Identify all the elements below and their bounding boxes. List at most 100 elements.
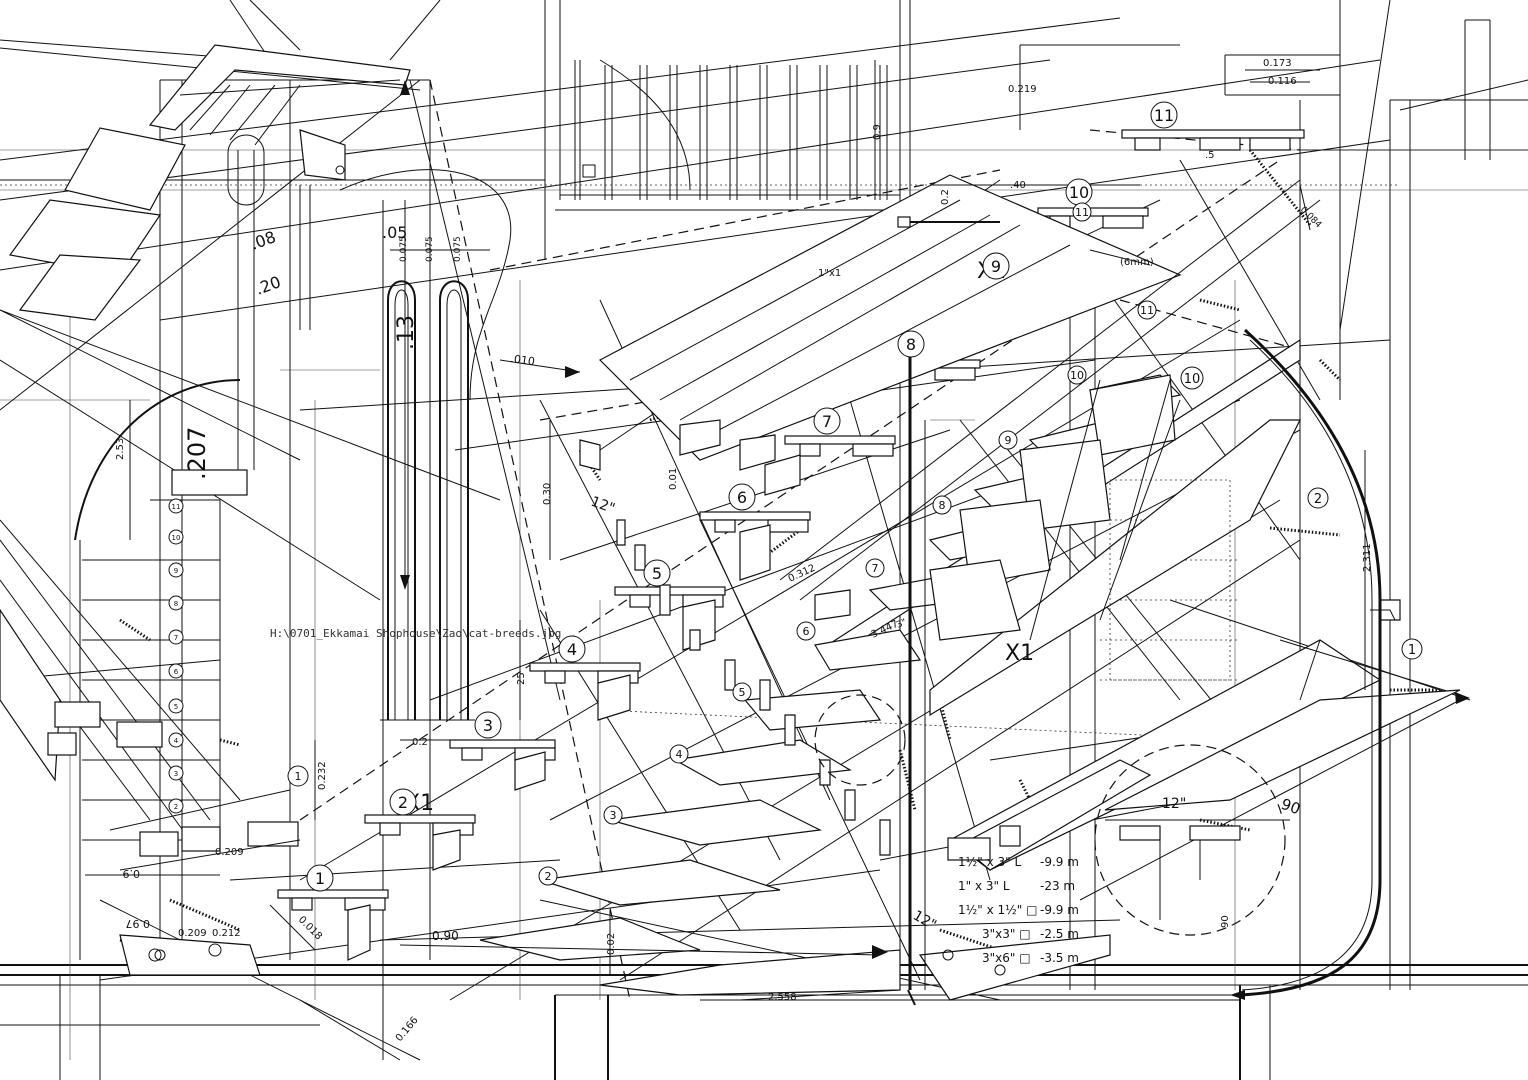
- svg-text:10: 10: [172, 534, 181, 542]
- bolts: [154, 165, 1151, 976]
- schedule-size: 1" x 3" L: [958, 879, 1010, 893]
- dim-02: 0.2: [940, 189, 951, 205]
- svg-text:5: 5: [652, 564, 662, 583]
- upper-left-planks: [8, 44, 512, 496]
- step-marker: 11: [1072, 202, 1092, 222]
- arrows: [400, 80, 1470, 1000]
- dim-090: 0.90: [432, 929, 459, 943]
- step-marker: 4: [168, 732, 184, 748]
- schedule-size: 3"x6" □: [982, 951, 1031, 965]
- balusters: [574, 59, 888, 200]
- arrow-icon: [872, 945, 888, 959]
- front-flight-numbers: 1 2 3 4 5 6 7 8 9 10 11: [287, 300, 1157, 886]
- dim-0084: 0.084: [1298, 205, 1323, 230]
- svg-text:4: 4: [567, 640, 577, 659]
- inch-1x1: 1"x1: [818, 268, 841, 279]
- dim-253: 2.53: [115, 438, 126, 460]
- detail-circles: [814, 694, 1286, 936]
- dim-09: 0.9: [872, 124, 883, 140]
- svg-text:6: 6: [737, 488, 747, 507]
- callout-x1: X1: [1005, 641, 1034, 666]
- step-marker: 9: [168, 562, 184, 578]
- dim-0173: 0.173: [1263, 58, 1292, 69]
- svg-text:5: 5: [174, 703, 178, 711]
- svg-text:5: 5: [739, 686, 746, 699]
- svg-text:2: 2: [398, 793, 408, 812]
- center-flight-numbers: 1 2 3 4 5 6 7 8 9 10 11: [306, 101, 1178, 892]
- dim-2558: 2.558: [768, 992, 797, 1003]
- arrow-icon: [400, 80, 410, 95]
- dim-0209: 0.209: [215, 847, 244, 858]
- svg-text:9: 9: [174, 567, 178, 575]
- step-marker: 8: [168, 595, 184, 611]
- svg-text:11: 11: [1075, 206, 1089, 219]
- svg-text:10: 10: [1069, 183, 1089, 202]
- step-marker: 10: [1065, 178, 1093, 206]
- mm-6: (6mm): [1120, 257, 1154, 268]
- dim-2311: 2.311: [1362, 543, 1373, 572]
- dim-020: .20: [253, 272, 283, 299]
- svg-text:9: 9: [1005, 434, 1012, 447]
- svg-text:4: 4: [174, 737, 179, 745]
- dim-030: 0.30: [542, 483, 553, 505]
- dim-001: 0.01: [668, 468, 679, 490]
- svg-text:2: 2: [1314, 492, 1322, 507]
- curved-rail: [1239, 328, 1396, 997]
- arrow-icon: [1455, 692, 1470, 704]
- inch-12-b: 12": [1162, 796, 1186, 812]
- svg-text:7: 7: [174, 634, 178, 642]
- step-marker: 4: [669, 744, 689, 764]
- step-marker: 6: [796, 621, 816, 641]
- schedule-length: -9.9 m: [1040, 903, 1079, 917]
- svg-text:2: 2: [545, 870, 552, 883]
- schedule-length: -2.5 m: [1040, 927, 1079, 941]
- step-marker: 11: [1137, 300, 1157, 320]
- arrow-icon: [1230, 990, 1245, 1000]
- hairpin-rails: [380, 280, 475, 721]
- svg-text:4: 4: [676, 748, 683, 761]
- step-marker: 1: [1401, 638, 1423, 660]
- dim-25: 25: [516, 672, 527, 685]
- svg-text:11: 11: [1154, 106, 1174, 125]
- step-marker: 10: [1180, 366, 1204, 390]
- dim-0212: 0.212: [212, 928, 241, 939]
- step-marker: 7: [168, 629, 184, 645]
- dim-90a: 90: [1279, 795, 1303, 818]
- dim-097: 0.97: [126, 917, 151, 930]
- angle-brackets: [579, 439, 891, 856]
- step-marker: 6: [168, 663, 184, 679]
- step-marker: 10: [1067, 365, 1087, 385]
- step-marker: 1: [306, 864, 334, 892]
- step-marker: 11: [1150, 101, 1178, 129]
- dim-05: .5: [1205, 150, 1215, 161]
- file-path-label: H:\0701_Ekkamai Shophouse\Zao\cat-breeds…: [270, 627, 561, 640]
- dim-010: .010: [510, 352, 536, 368]
- schedule-length: -23 m: [1040, 879, 1075, 893]
- front-flight: [479, 374, 1182, 1001]
- svg-text:3: 3: [174, 770, 178, 778]
- left-stair-numbers: 11 10 9 8 7 6 5 4 3 2: [168, 498, 184, 814]
- step-marker: 3: [603, 805, 623, 825]
- step-marker: 5: [168, 698, 184, 714]
- right-upper-stair: [929, 374, 1231, 681]
- dim-0075-b: 0.075: [425, 236, 435, 262]
- step-marker: 5: [732, 682, 752, 702]
- step-marker: 11: [168, 498, 184, 514]
- dim-005: .05: [382, 223, 407, 242]
- step-marker: 9: [982, 252, 1010, 280]
- dim-0219: 0.219: [1008, 84, 1037, 95]
- arrow-icon: [565, 366, 580, 378]
- svg-text:3: 3: [483, 716, 493, 735]
- dim-013: .13: [394, 315, 419, 350]
- svg-text:7: 7: [872, 562, 879, 575]
- left-stair: [0, 379, 301, 976]
- svg-text:1: 1: [1408, 643, 1416, 658]
- step-marker: 2: [1307, 487, 1329, 509]
- dim-207: .207: [183, 427, 211, 480]
- inch-12-c: 12": [910, 908, 939, 934]
- schedule-size: 1½" x 1½" □: [958, 903, 1037, 917]
- step-marker: 1: [287, 765, 309, 787]
- dim-09b: 0.9: [123, 867, 141, 880]
- center-post: [907, 340, 926, 1006]
